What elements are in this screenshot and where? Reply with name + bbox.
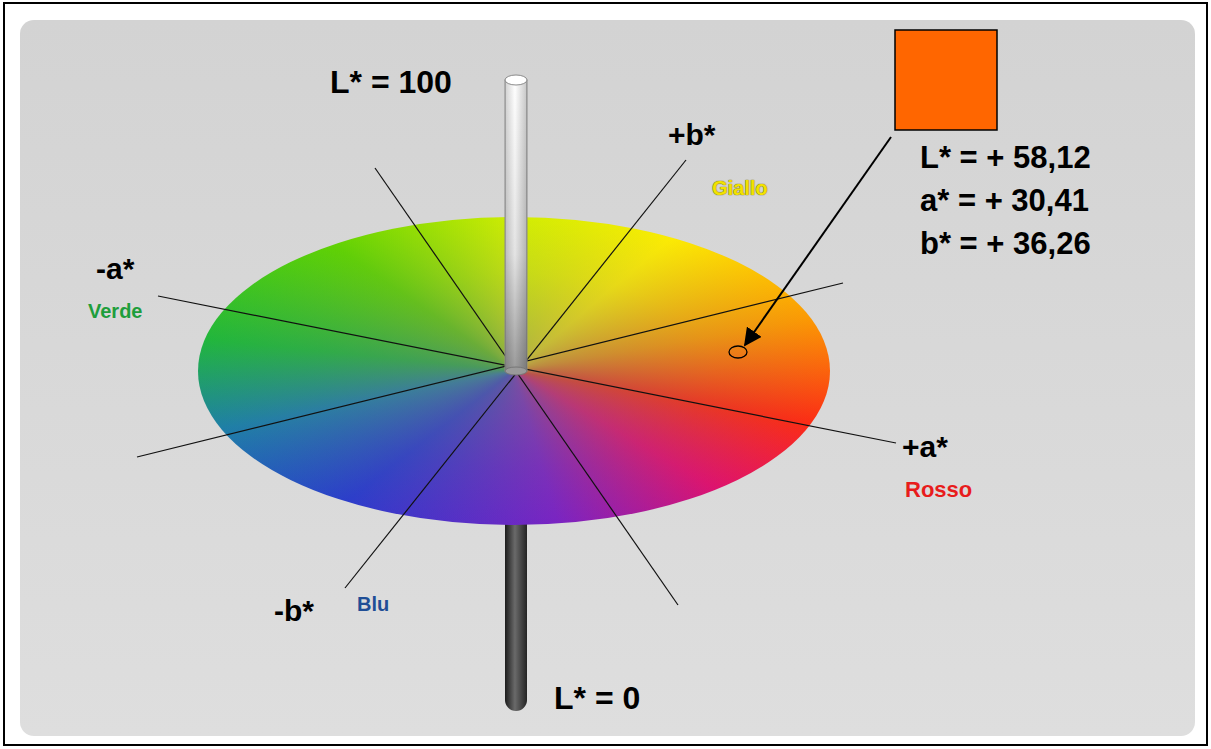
cylinder-base — [505, 367, 527, 375]
cylinder-shading — [505, 80, 527, 371]
grey-panel — [20, 20, 1195, 736]
axis-label: +b* — [668, 120, 716, 150]
color-name: Verde — [88, 301, 142, 321]
axis-label: L* = 0 — [554, 682, 640, 714]
color-swatch-sample — [895, 30, 997, 130]
sample-point — [729, 346, 747, 358]
axis-label: +a* — [902, 432, 948, 462]
axis-label: -b* — [274, 596, 314, 626]
leader-arrow — [745, 137, 891, 345]
hue-spoke — [137, 283, 843, 457]
color-name: Blu — [357, 594, 389, 614]
value-readout: L* = + 58,12 — [920, 142, 1091, 173]
axis-label: L* = 100 — [330, 66, 452, 98]
cylinder-cap — [505, 75, 527, 85]
axis-label: -a* — [96, 254, 134, 284]
outer-frame — [4, 3, 1207, 745]
color-name: Rosso — [905, 479, 972, 501]
value-readout: b* = + 36,26 — [920, 228, 1091, 259]
light-axis-cylinder — [505, 80, 527, 371]
value-readout: a* = + 30,41 — [920, 185, 1089, 216]
color-name: Giallo — [712, 178, 768, 198]
